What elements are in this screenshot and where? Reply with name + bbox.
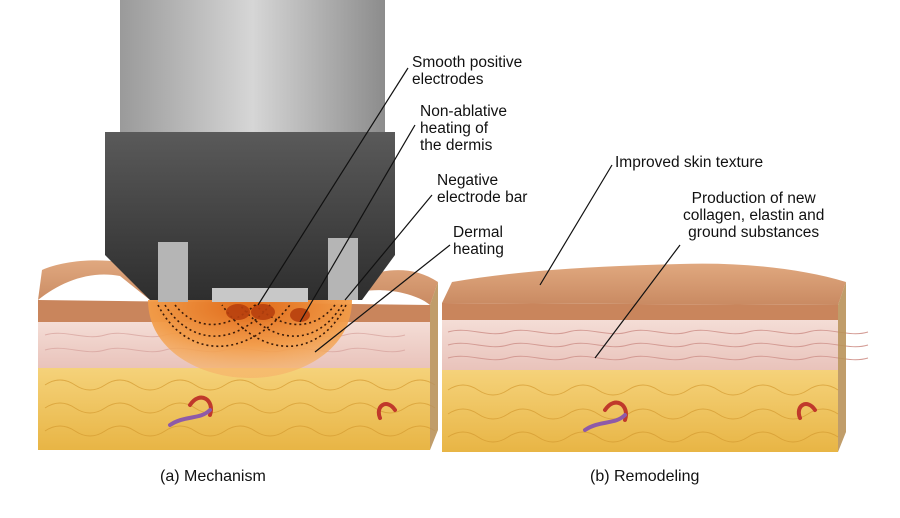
- label-improved-skin-texture: Improved skin texture: [615, 154, 764, 171]
- leader-new-collagen: [594, 244, 681, 359]
- label-new-collagen-elastin: Production of new collagen, elastin and …: [683, 190, 825, 241]
- fat-cells-b: [447, 384, 839, 443]
- blood-vessels: [168, 395, 397, 427]
- label-smooth-positive-electrodes: Smooth positive electrodes: [412, 54, 523, 88]
- blood-vessels-b: [583, 400, 817, 432]
- heat-field-lines: [157, 304, 347, 348]
- leader-dermal-heating: [314, 244, 451, 353]
- epidermis-layer-b: [442, 303, 838, 320]
- label-negative-electrode-bar: Negative electrode bar: [437, 172, 528, 206]
- leader-negative-electrode-bar: [344, 194, 433, 301]
- caption-remodeling: (b) Remodeling: [590, 468, 700, 485]
- leader-smooth-positive-electrodes: [257, 67, 409, 306]
- block-side-face: [430, 282, 438, 450]
- fat-cells: [44, 379, 436, 437]
- smooth-skin-surface: [442, 263, 846, 305]
- block-side-face-b: [838, 282, 846, 452]
- leader-improved-skin-texture: [539, 164, 613, 286]
- leader-lines: [257, 67, 681, 359]
- leader-non-ablative-heating: [299, 124, 416, 323]
- negative-electrode-bar: [212, 288, 308, 302]
- positive-electrode-left: [158, 242, 188, 302]
- skin-block-remodeling: [442, 263, 869, 452]
- electrode-hotspots: [226, 304, 310, 322]
- label-dermal-heating: Dermal heating: [453, 224, 504, 258]
- label-non-ablative-heating: Non-ablative heating of the dermis: [420, 103, 508, 154]
- new-collagen-fibers: [447, 329, 869, 361]
- caption-mechanism: (a) Mechanism: [160, 468, 266, 485]
- fat-layer: [38, 368, 430, 450]
- rf-device-handpiece: [105, 0, 395, 302]
- fat-layer-b: [442, 370, 838, 452]
